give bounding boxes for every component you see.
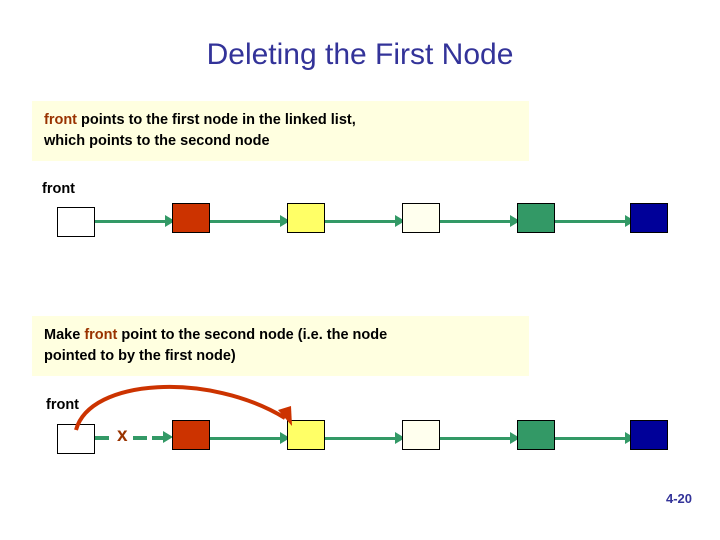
severed-link-segment-1 xyxy=(95,436,109,440)
arrow-line-top-3 xyxy=(325,220,398,223)
callout-1-highlight: front xyxy=(44,112,78,128)
arrow-head-top-1 xyxy=(165,215,175,227)
callout-2-prefix: Make xyxy=(44,327,85,343)
arrow-line-bottom-4 xyxy=(440,437,513,440)
node-2-bottom xyxy=(287,420,325,450)
node-4-top xyxy=(517,203,555,233)
arrow-head-bottom-3 xyxy=(395,432,405,444)
callout-box-1: front points to the first node in the li… xyxy=(32,101,529,161)
node-3-bottom xyxy=(402,420,440,450)
node-3-top xyxy=(402,203,440,233)
front-label-top: front xyxy=(42,181,76,197)
arrow-line-top-2 xyxy=(210,220,283,223)
arrow-line-top-1 xyxy=(95,220,168,223)
arrow-head-bottom-4 xyxy=(510,432,520,444)
arrow-line-top-5 xyxy=(555,220,628,223)
node-1-top xyxy=(172,203,210,233)
redirect-curve-arrow-icon xyxy=(74,384,292,431)
callout-box-2: Make front point to the second node (i.e… xyxy=(32,316,529,376)
arrow-head-top-2 xyxy=(280,215,290,227)
node-5-top xyxy=(630,203,668,233)
arrow-line-bottom-3 xyxy=(325,437,398,440)
severed-link-segment-3 xyxy=(152,436,166,440)
node-1-bottom xyxy=(172,420,210,450)
severed-link-segment-2 xyxy=(133,436,147,440)
callout-1-line1-rest: points to the first node in the linked l… xyxy=(77,112,356,128)
front-pointer-box-top xyxy=(57,207,95,237)
node-4-bottom xyxy=(517,420,555,450)
arrow-line-bottom-5 xyxy=(555,437,628,440)
arrow-line-bottom-2 xyxy=(210,437,283,440)
callout-2-line1-rest: point to the second node (i.e. the node xyxy=(117,327,388,343)
callout-2-highlight: front xyxy=(84,327,118,343)
arrow-head-top-3 xyxy=(395,215,405,227)
arrow-head-bottom-2 xyxy=(280,432,290,444)
node-5-bottom xyxy=(630,420,668,450)
arrow-line-top-4 xyxy=(440,220,513,223)
callout-2-line2: pointed to by the first node) xyxy=(44,348,236,365)
page-number: 4-20 xyxy=(665,491,692,506)
page-title: Deleting the First Node xyxy=(206,38,514,71)
arrow-head-bottom-1 xyxy=(163,431,173,443)
front-label-bottom: front xyxy=(46,397,80,413)
arrow-head-top-4 xyxy=(510,215,520,227)
node-2-top xyxy=(287,203,325,233)
callout-1-line2: which points to the second node xyxy=(44,133,270,150)
x-mark-icon: x xyxy=(117,425,128,446)
